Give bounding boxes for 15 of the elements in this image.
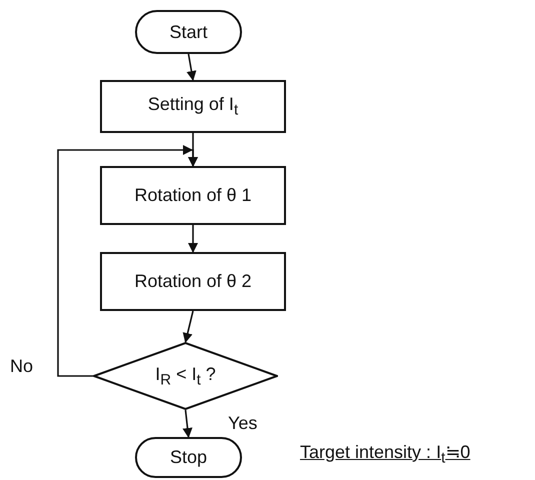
node-label: Setting of I$_{t}$ [148,94,238,119]
process-box [100,252,286,311]
node-label: Rotation of θ 2 [134,271,252,292]
edge-label: Yes [228,413,258,434]
decision-diamond [93,342,278,410]
process-box [100,80,286,133]
terminal-box [135,10,242,54]
terminal-box [135,437,242,478]
note-text: Target intensity : I$_{t}$≒0 [300,441,470,467]
node-label: Start [169,22,208,42]
edge-label: No [10,356,34,377]
node-label: Stop [170,447,208,468]
process-box [100,166,286,225]
node-label: Rotation of θ 1 [134,185,252,206]
node-label: I$_{R}$ < I$_{t}$ ? [155,364,216,388]
